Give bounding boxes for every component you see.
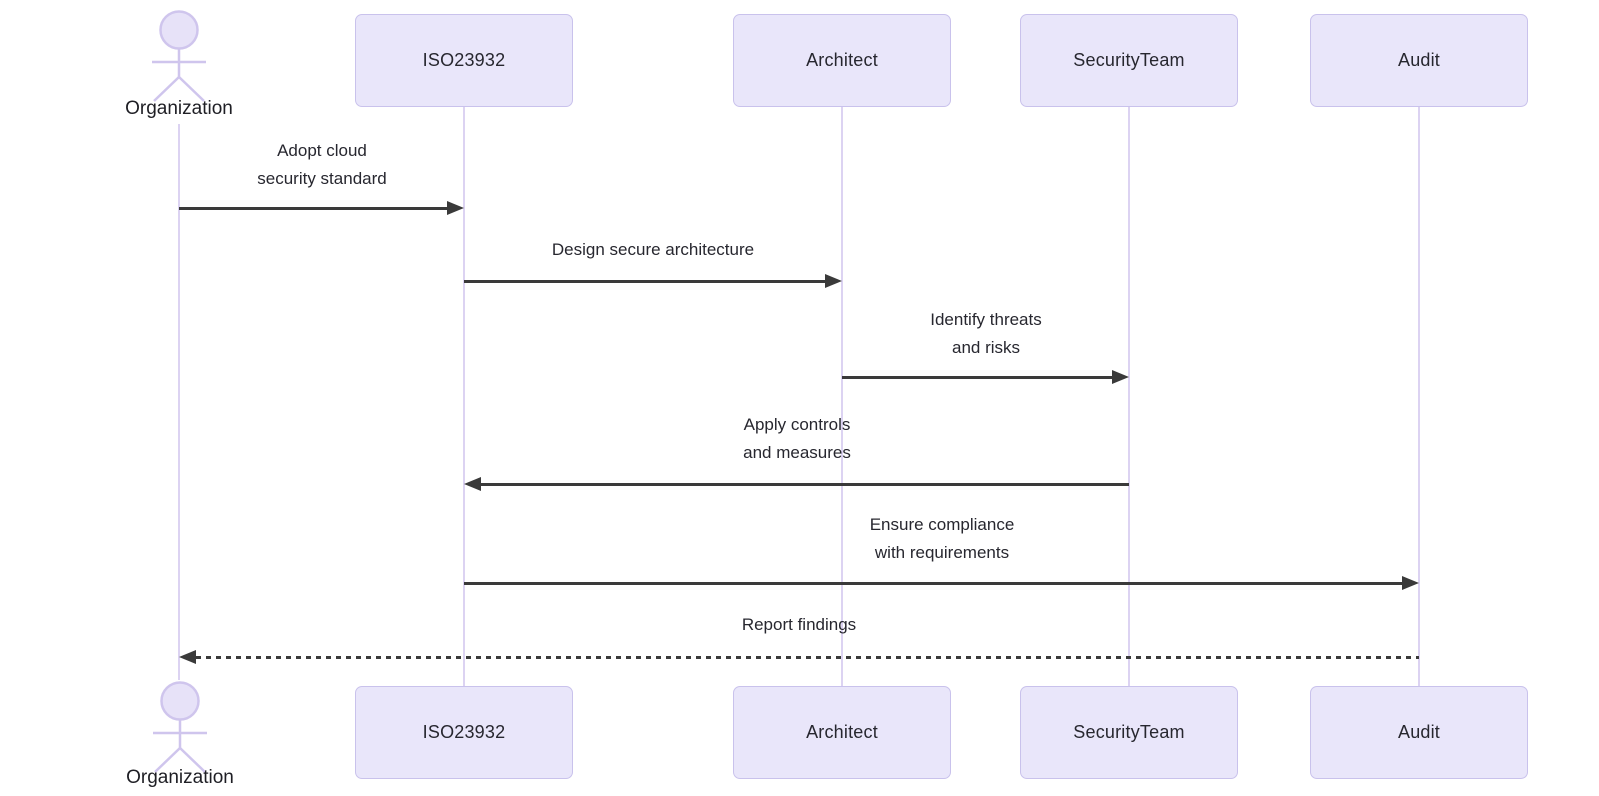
message-1-arrowhead-icon (447, 201, 464, 215)
lifeline-audit (1418, 107, 1420, 686)
participant-label-architect-top: Architect (806, 50, 878, 70)
lifeline-organization (178, 124, 180, 680)
message-3-line (842, 376, 1112, 379)
participant-audit-bottom: Audit (1310, 686, 1528, 779)
message-4-line (481, 483, 1129, 486)
actor-label-organization-bottom: Organization (126, 767, 234, 788)
lifeline-iso23932 (463, 107, 465, 686)
participant-iso23932-bottom: ISO23932 (355, 686, 573, 779)
message-1-line (179, 207, 449, 210)
participant-architect-bottom: Architect (733, 686, 951, 779)
lifeline-securityteam (1128, 107, 1130, 686)
actor-stick-figure-top-icon (152, 10, 206, 102)
message-5-line (464, 582, 1402, 585)
participant-architect-top: Architect (733, 14, 951, 107)
message-4-arrowhead-icon (464, 477, 481, 491)
participant-label-audit-bottom: Audit (1397, 722, 1441, 742)
participant-label-architect-bottom: Architect (806, 722, 878, 742)
message-2-label: Design secure architecture (551, 240, 755, 259)
message-2-line (464, 280, 825, 283)
message-4-label: Apply controls and measures (743, 415, 851, 462)
participant-securityteam-top: SecurityTeam (1020, 14, 1238, 107)
participant-label-securityteam-bottom: SecurityTeam (1073, 722, 1185, 742)
participant-label-iso23932-top: ISO23932 (422, 50, 506, 70)
message-6-arrowhead-icon (179, 650, 196, 664)
participant-securityteam-bottom: SecurityTeam (1020, 686, 1238, 779)
message-2-arrowhead-icon (825, 274, 842, 288)
participant-audit-top: Audit (1310, 14, 1528, 107)
message-3-arrowhead-icon (1112, 370, 1129, 384)
message-6-label: Report findings (741, 615, 857, 634)
actor-stick-figure-bottom-icon (153, 681, 207, 773)
message-6-line (196, 656, 1419, 659)
message-5-label: Ensure compliance with requirements (869, 515, 1015, 562)
message-3-label: Identify threats and risks (930, 310, 1042, 357)
message-1-label: Adopt cloud security standard (257, 141, 387, 188)
participant-label-audit-top: Audit (1397, 50, 1441, 70)
lifeline-architect (841, 107, 843, 686)
actor-label-organization-top: Organization (125, 98, 233, 119)
participant-iso23932-top: ISO23932 (355, 14, 573, 107)
message-5-arrowhead-icon (1402, 576, 1419, 590)
participant-label-securityteam-top: SecurityTeam (1073, 50, 1185, 70)
participant-label-iso23932-bottom: ISO23932 (422, 722, 506, 742)
